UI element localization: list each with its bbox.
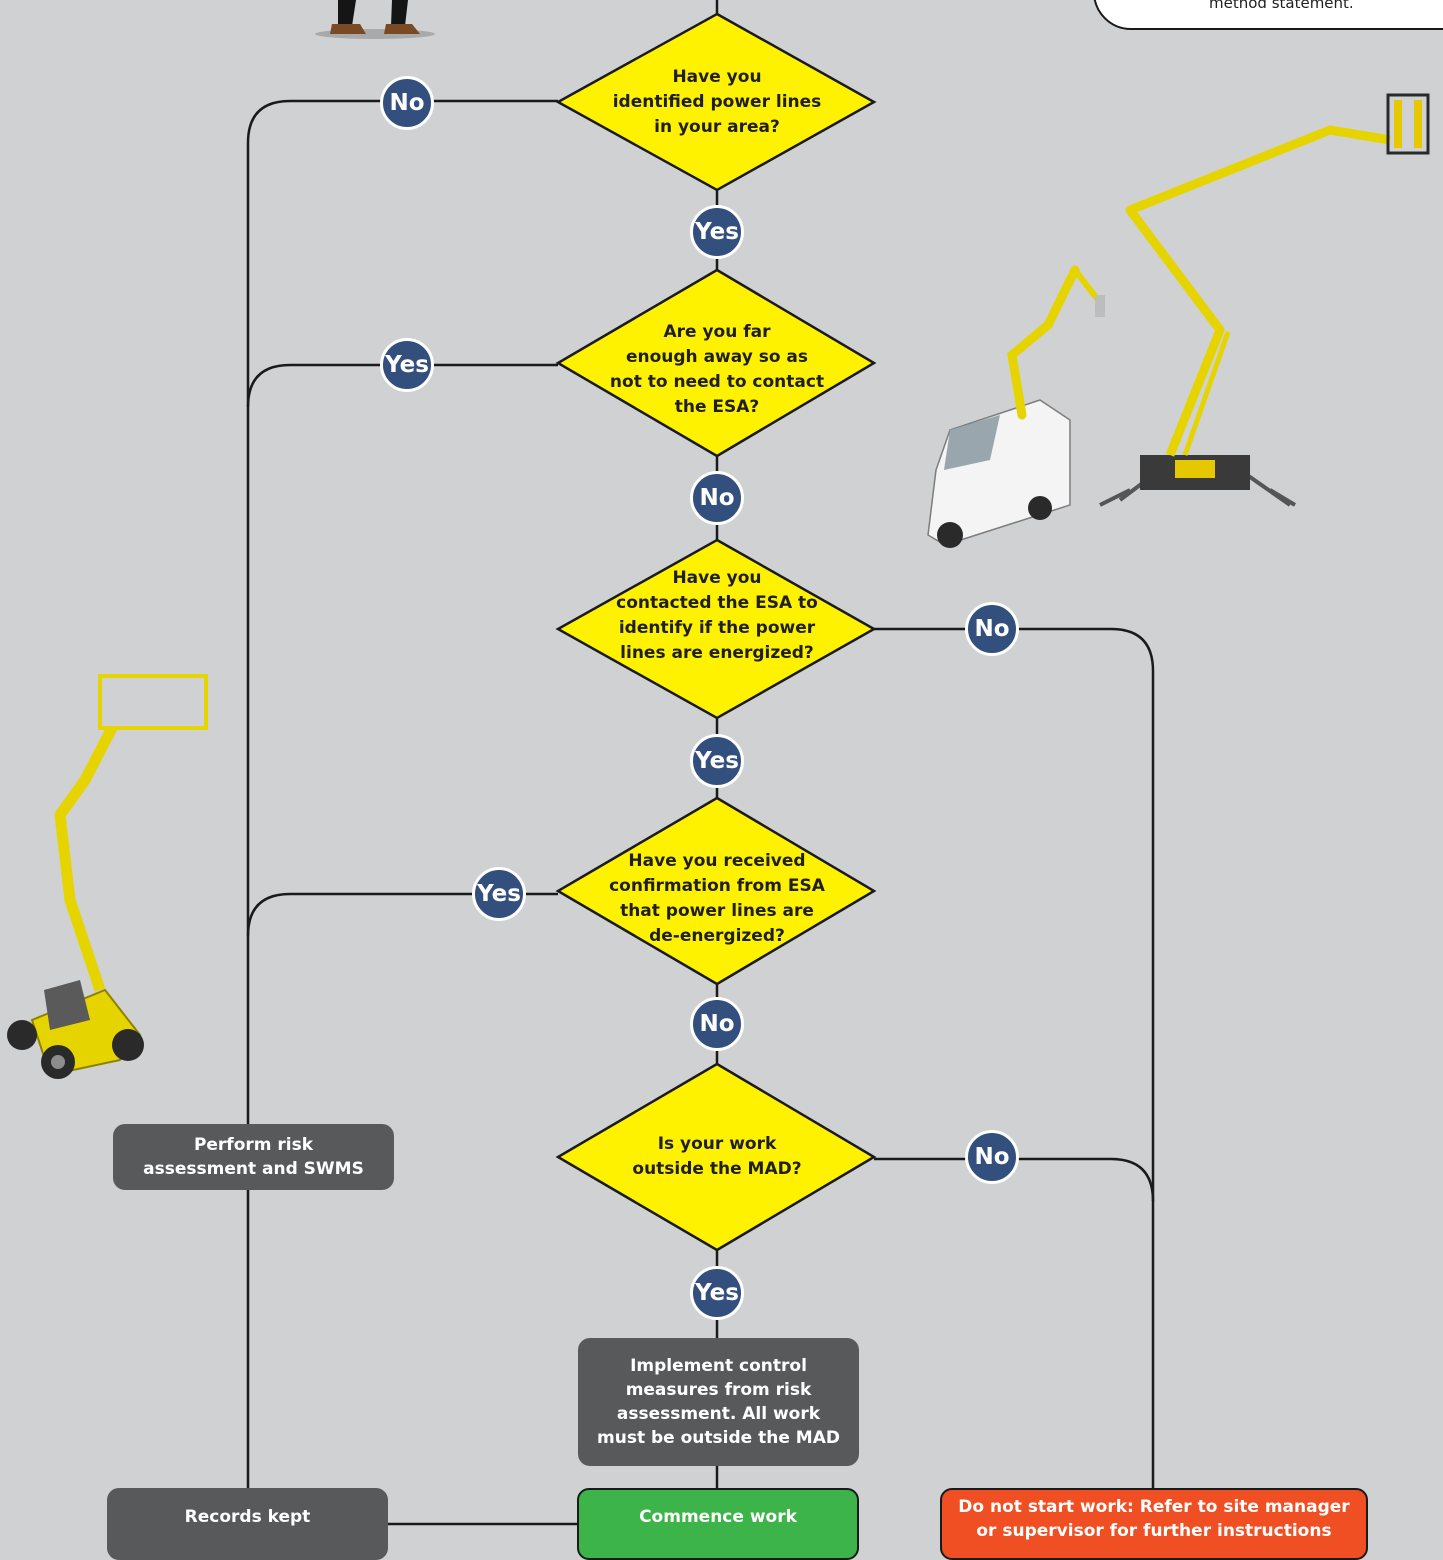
yes-badge: Yes [380, 338, 434, 392]
no-badge: No [965, 602, 1019, 656]
yes-badge: Yes [690, 734, 744, 788]
articulated-boom-lift-illustration [7, 674, 208, 1079]
yes-badge: Yes [690, 1266, 744, 1320]
no-badge: No [965, 1130, 1019, 1184]
decision-5-text: Is your work outside the MAD? [632, 1134, 802, 1179]
van-boom-lift-illustration [927, 265, 1105, 548]
decision-diamond-2 [555, 268, 877, 458]
decision-diamond-4 [555, 796, 877, 986]
note-text: method statement. [1209, 0, 1354, 12]
decision-2-text: Are you far enough away so as not to nee… [609, 322, 825, 417]
control-measures-box: Implement control measures from risk ass… [578, 1338, 859, 1466]
commence-work-box: Commence work [577, 1488, 859, 1560]
spider-boom-lift-illustration [1099, 93, 1430, 507]
no-badge: No [690, 997, 744, 1051]
decision-diamond-5 [555, 1062, 877, 1252]
connector-lines [246, 0, 1155, 1526]
decision-diamond-3 [555, 538, 877, 720]
records-kept-box: Records kept [107, 1488, 388, 1560]
risk-assessment-box: Perform risk assessment and SWMS [113, 1124, 394, 1190]
do-not-start-box: Do not start work: Refer to site manager… [940, 1488, 1368, 1560]
decision-diamond-1 [555, 12, 877, 192]
note-box: method statement. [1093, 0, 1443, 30]
worker-legs-illustration [315, 0, 435, 39]
decision-1-text: Have you identified power lines in your … [612, 66, 822, 137]
decision-3-text: Have you contacted the ESA to identify i… [616, 568, 818, 663]
decision-4-text: Have you received confirmation from ESA … [609, 851, 825, 946]
no-badge: No [690, 471, 744, 525]
yes-badge: Yes [472, 867, 526, 921]
no-badge: No [380, 76, 434, 130]
yes-badge: Yes [690, 205, 744, 259]
